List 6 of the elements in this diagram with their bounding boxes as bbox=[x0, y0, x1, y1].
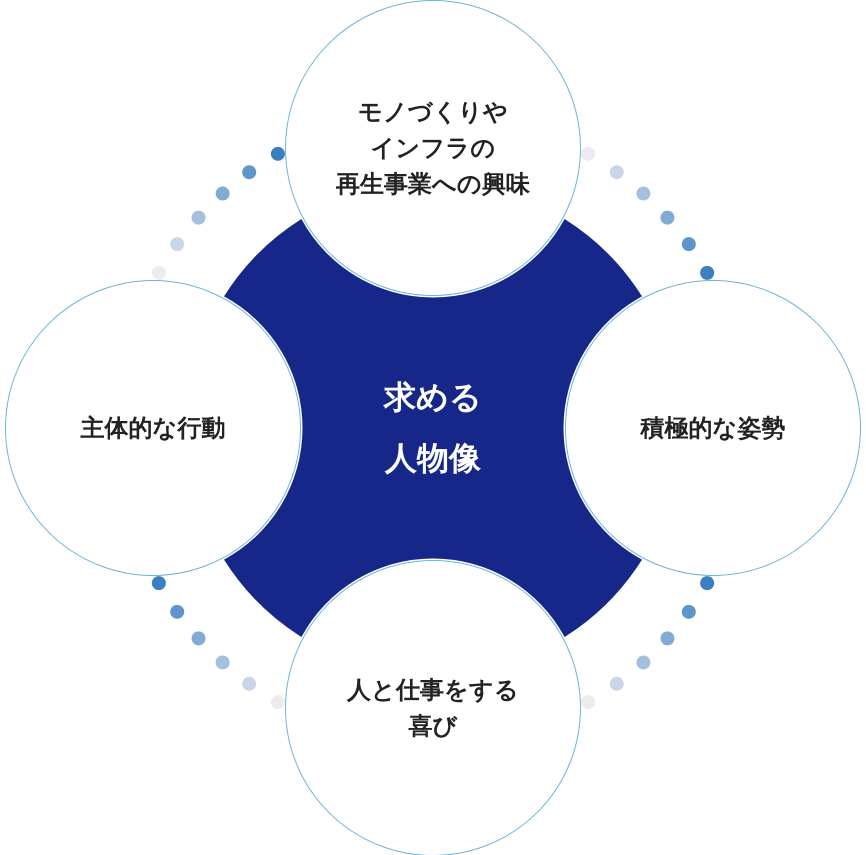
circle-label: 主体的な行動 bbox=[80, 413, 226, 444]
circle-label: 積極的な姿勢 bbox=[640, 413, 786, 444]
center-label: 求める人物像 bbox=[384, 377, 482, 479]
circle-label: モノづくりやインフラの再生事業への興味 bbox=[336, 97, 530, 200]
center-shape bbox=[224, 219, 642, 637]
circle-label: 人と仕事をする喜び bbox=[347, 675, 519, 742]
